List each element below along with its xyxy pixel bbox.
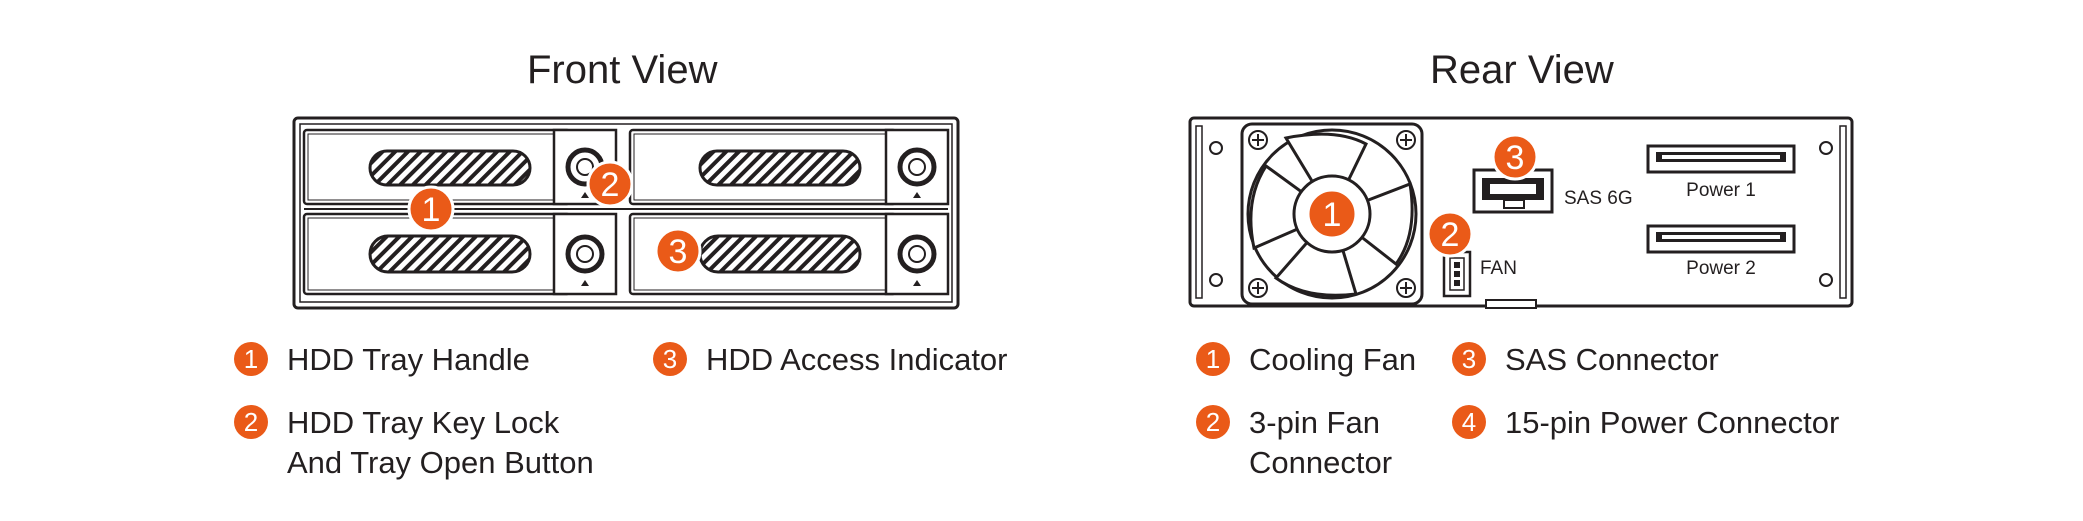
rear-view-title: Rear View [1430,48,1614,92]
legend-label: HDD Tray Handle [287,342,530,377]
svg-text:2: 2 [1441,216,1460,254]
rear-callout-3: 3 [1491,133,1539,181]
front-view-title: Front View [527,48,718,92]
rear-view-diagram: SAS 6G FAN Power 1 Power 2 1 2 3 [1188,116,1854,309]
svg-text:1: 1 [422,191,441,229]
front-legend-item-2: 2 HDD Tray Key Lock And Tray Open Button [234,403,594,483]
legend-number-badge: 1 [234,342,268,376]
front-legend-item-3: 3 HDD Access Indicator [653,340,1008,380]
tray-handle [368,149,532,187]
hdd-tray-bottom-right [628,212,898,296]
legend-number-badge: 2 [1196,405,1230,439]
front-callout-1: 1 [407,185,455,233]
power-connector-1 [1646,144,1796,174]
svg-text:3: 3 [1506,139,1525,177]
front-callout-3: 3 [654,227,702,275]
rear-legend-item-2: 2 3-pin Fan Connector [1196,403,1393,483]
front-legend-item-1: 1 HDD Tray Handle [234,340,530,380]
power-2-label: Power 2 [1686,258,1756,279]
legend-number-badge: 4 [1452,405,1486,439]
fan-label: FAN [1480,258,1517,279]
legend-number-badge: 1 [1196,342,1230,376]
tray-handle [368,234,532,274]
svg-text:2: 2 [601,166,620,204]
legend-label: Cooling Fan [1249,342,1417,377]
hdd-tray-top-left [302,128,572,206]
front-callout-2: 2 [586,160,634,208]
legend-label-line-1: HDD Tray Key Lock [287,405,560,440]
front-view-diagram: 1 2 3 [292,116,960,310]
rear-legend-item-3: 3 SAS Connector [1452,340,1719,380]
hdd-tray-top-right [628,128,898,206]
rear-callout-2: 2 [1426,210,1474,258]
legend-label: HDD Access Indicator [706,342,1008,377]
svg-text:3: 3 [669,233,688,271]
power-connector-2 [1646,224,1796,254]
legend-label-line-2: And Tray Open Button [287,445,594,480]
power-1-label: Power 1 [1686,180,1756,201]
legend-number-badge: 3 [1452,342,1486,376]
rear-legend-item-1: 1 Cooling Fan [1196,340,1417,380]
key-lock-right-column [884,128,950,296]
tray-handle [698,234,862,274]
fan-connector [1442,250,1472,298]
sas-label: SAS 6G [1564,188,1633,209]
legend-number-badge: 2 [234,405,268,439]
legend-label: 15-pin Power Connector [1505,405,1840,440]
legend-label-line-2: Connector [1249,445,1393,480]
svg-text:1: 1 [1323,196,1342,234]
legend-label-line-1: 3-pin Fan [1249,405,1380,440]
tray-handle [698,149,862,187]
legend-label: SAS Connector [1505,342,1719,377]
legend-number-badge: 3 [653,342,687,376]
rear-legend-item-4: 4 15-pin Power Connector [1452,403,1840,443]
rear-callout-1: 1 [1306,188,1358,240]
